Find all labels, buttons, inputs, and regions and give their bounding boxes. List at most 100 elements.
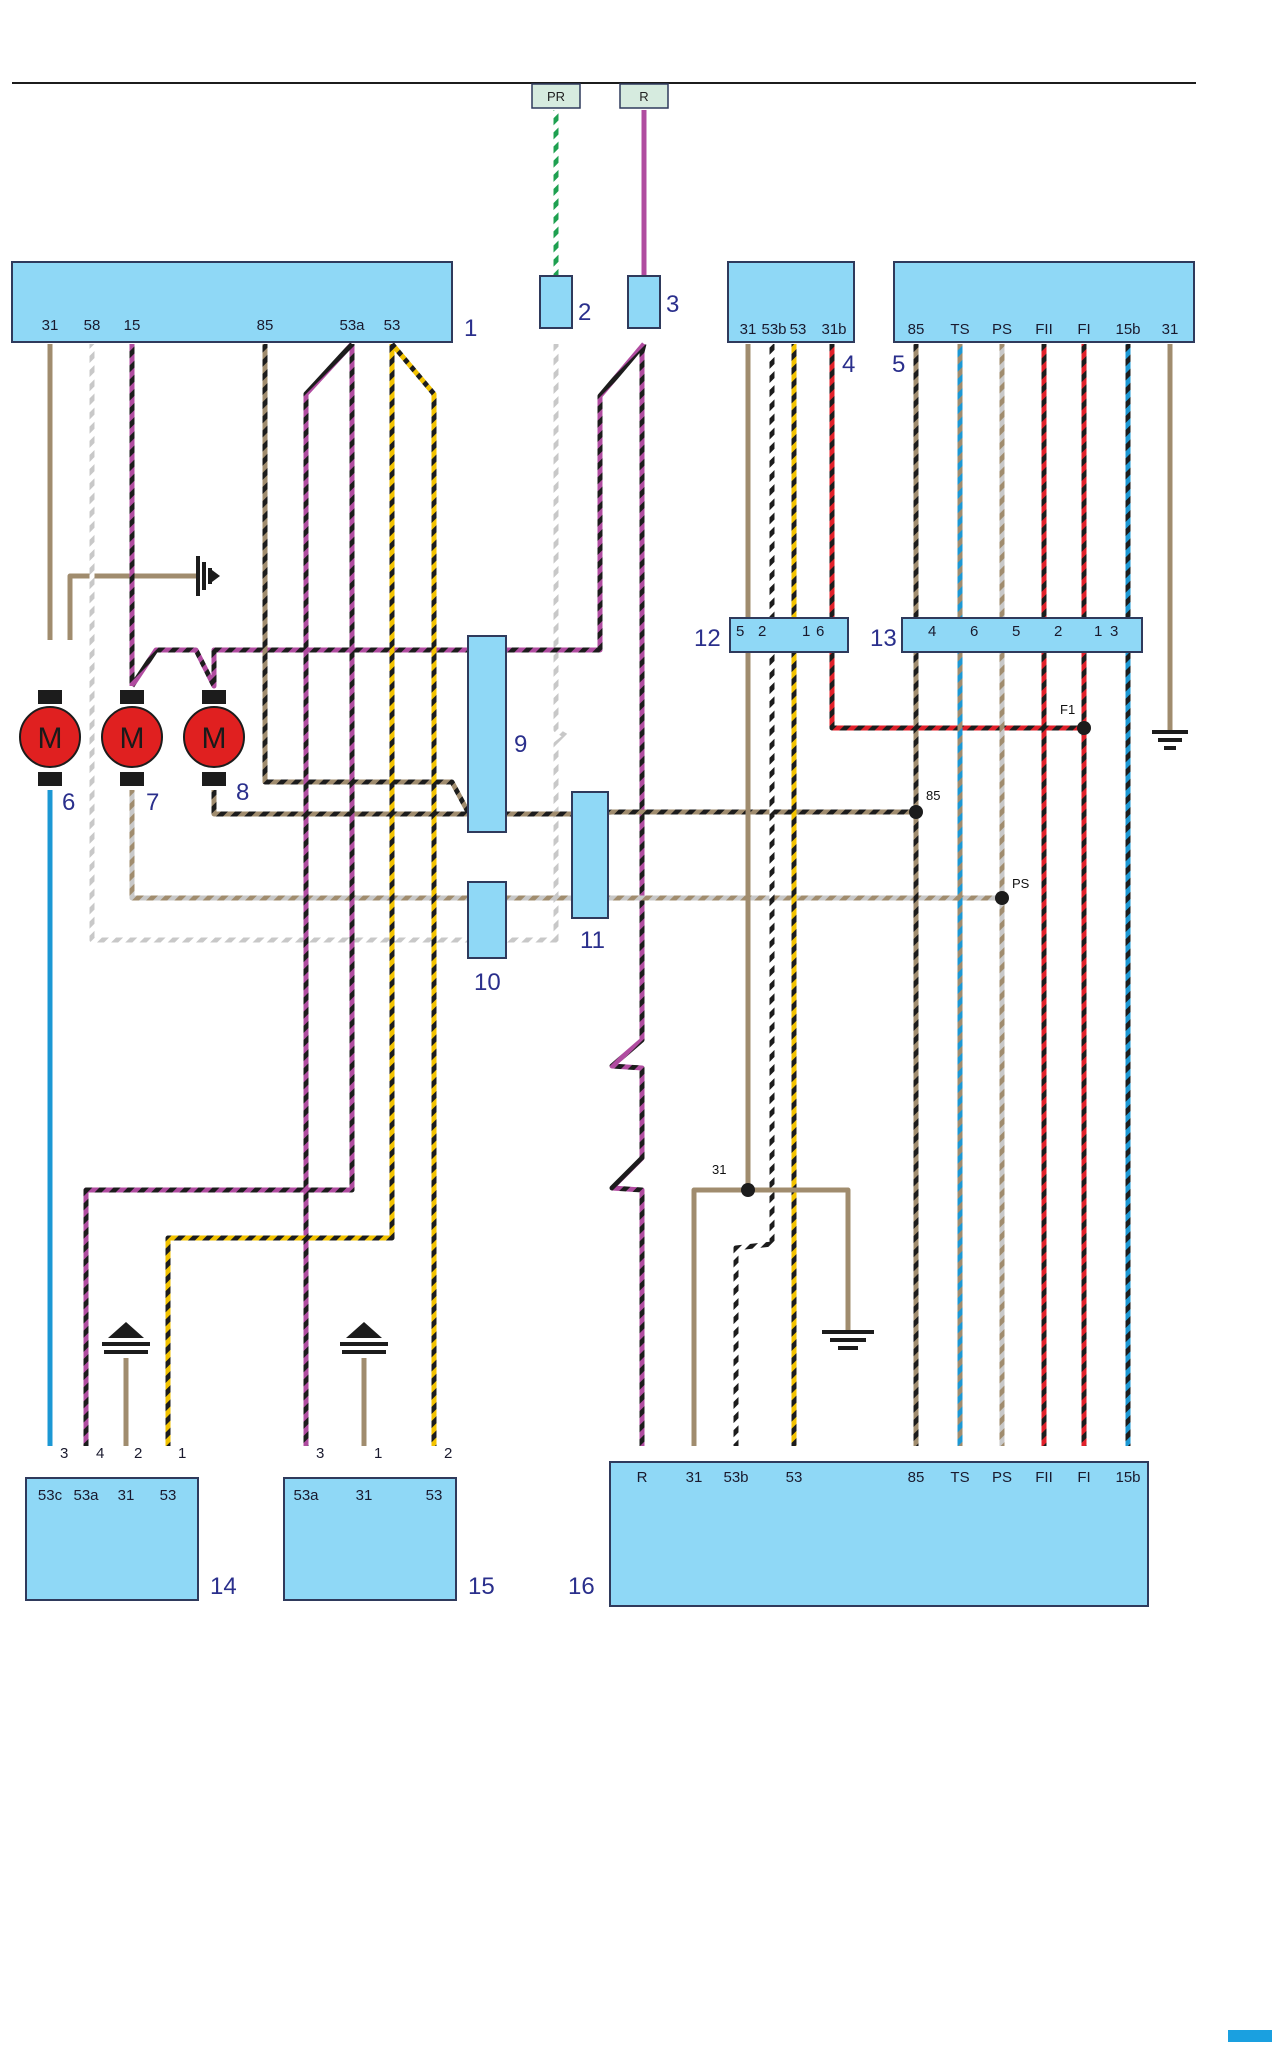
- c16-pin-15b: 15b: [1115, 1469, 1140, 1486]
- c15-pin-53a: 53a: [293, 1487, 319, 1504]
- wire-9-11-85: [500, 809, 916, 817]
- node-31-label: 31: [712, 1162, 726, 1177]
- c12-pin-2: 2: [758, 623, 766, 640]
- component-10: [467, 881, 507, 959]
- motor-icon: [183, 706, 245, 768]
- c16-pin-85: 85: [908, 1469, 925, 1486]
- motor-8: M: [183, 690, 245, 786]
- motor-icon: [19, 706, 81, 768]
- ground-icon: [340, 1322, 388, 1354]
- component-6-number: 6: [62, 789, 75, 816]
- c16-pin-ts: TS: [950, 1469, 969, 1486]
- component-2-number: 2: [578, 299, 591, 326]
- c15-pin-53: 53: [426, 1487, 443, 1504]
- c13-pin-6: 6: [970, 623, 978, 640]
- c5-pin-ps: PS: [992, 321, 1012, 338]
- component-9-number: 9: [514, 731, 527, 758]
- wire-1-53-a: [390, 342, 437, 1446]
- component-14-number: 14: [210, 1573, 237, 1600]
- c5-pin-ts: TS: [950, 321, 969, 338]
- c1-pin-58: 58: [84, 317, 101, 334]
- wire-ground-left: [67, 573, 196, 640]
- wire-1-58: [89, 344, 487, 943]
- motor-6: M: [19, 690, 81, 786]
- component-11: [571, 791, 609, 919]
- motor-6-symbol: M: [38, 722, 63, 755]
- c16-pin-53b: 53b: [723, 1469, 748, 1486]
- supply-tag-pr: [531, 83, 581, 109]
- c5-pin-85: 85: [908, 321, 925, 338]
- c1-pin-53a: 53a: [339, 317, 365, 334]
- component-8-number: 8: [236, 779, 249, 806]
- c4-pin-31: 31: [740, 321, 757, 338]
- c4-pin-53: 53: [790, 321, 807, 338]
- wire-4-53b: [733, 344, 775, 1446]
- component-15: [283, 1477, 457, 1601]
- c5-pin-31: 31: [1162, 321, 1179, 338]
- c13-pin-3: 3: [1110, 623, 1118, 640]
- c16-pin-r: R: [637, 1469, 648, 1486]
- component-9: [467, 635, 507, 833]
- c14-pin-53c: 53c: [38, 1487, 63, 1504]
- c14-wire-1: 1: [178, 1445, 186, 1462]
- c13-pin-1: 1: [1094, 623, 1102, 640]
- component-11-number: 11: [580, 927, 605, 954]
- supply-tag-pr-label: PR: [547, 89, 565, 104]
- c12-pin-5: 5: [736, 623, 744, 640]
- c14-pin-53a: 53a: [73, 1487, 99, 1504]
- c15-pin-31: 31: [356, 1487, 373, 1504]
- wire-fuse2-out: [487, 344, 569, 943]
- node-85: [909, 805, 923, 819]
- c5-pin-fi: FI: [1077, 321, 1090, 338]
- wire-1-85: [262, 344, 487, 815]
- c12-pin-6: 6: [816, 623, 824, 640]
- component-13-number: 13: [870, 625, 897, 652]
- c16-pin-53: 53: [786, 1469, 803, 1486]
- c16-pin-ps: PS: [992, 1469, 1012, 1486]
- c15-wire-1: 1: [374, 1445, 382, 1462]
- c14-pin-53: 53: [160, 1487, 177, 1504]
- c14-wire-2: 2: [134, 1445, 142, 1462]
- motor-7-symbol: M: [120, 722, 145, 755]
- c1-pin-53: 53: [384, 317, 401, 334]
- c16-pin-fi: FI: [1077, 1469, 1090, 1486]
- motors: M M M: [19, 690, 245, 786]
- component-1: [11, 261, 453, 343]
- component-16-number: 16: [568, 1573, 595, 1600]
- node-ps-label: PS: [1012, 876, 1030, 891]
- wire-motor-link-9: [129, 647, 487, 689]
- component-3-fuse: [627, 275, 661, 329]
- component-4-number: 4: [842, 351, 855, 378]
- c1-pin-31: 31: [42, 317, 59, 334]
- c14-wire-4: 4: [96, 1445, 104, 1462]
- page-corner-marker: [1228, 2030, 1272, 2042]
- wire-fuse3-to-9: [487, 342, 646, 653]
- component-13: [901, 617, 1143, 653]
- c14-wire-3: 3: [60, 1445, 68, 1462]
- c13-pin-5: 5: [1012, 623, 1020, 640]
- component-2-fuse: [539, 275, 573, 329]
- wire-motor8-to-9: [211, 790, 487, 817]
- ground-icon: [822, 1330, 874, 1350]
- c14-pin-31: 31: [118, 1487, 135, 1504]
- c16-pin-fii: FII: [1035, 1469, 1053, 1486]
- ground-symbols: [102, 556, 1188, 1354]
- c16-pin-31: 31: [686, 1469, 703, 1486]
- component-1-number: 1: [464, 315, 477, 342]
- ground-icon: [196, 556, 220, 596]
- wire-1-53a-a: [303, 342, 354, 1446]
- component-14: [25, 1477, 199, 1601]
- motor-8-symbol: M: [202, 722, 227, 755]
- component-7-number: 7: [146, 789, 159, 816]
- component-10-number: 10: [474, 969, 501, 996]
- c15-wire-3: 3: [316, 1445, 324, 1462]
- ground-icon: [1152, 730, 1188, 750]
- c5-pin-fii: FII: [1035, 321, 1053, 338]
- motor-7: M: [101, 690, 163, 786]
- wire-1-53a-b: [83, 344, 355, 1446]
- junction-nodes: [741, 721, 1091, 1197]
- component-15-number: 15: [468, 1573, 495, 1600]
- supply-tag-r-label: R: [639, 89, 648, 104]
- supply-tag-r: [619, 83, 669, 109]
- c12-pin-1: 1: [802, 623, 810, 640]
